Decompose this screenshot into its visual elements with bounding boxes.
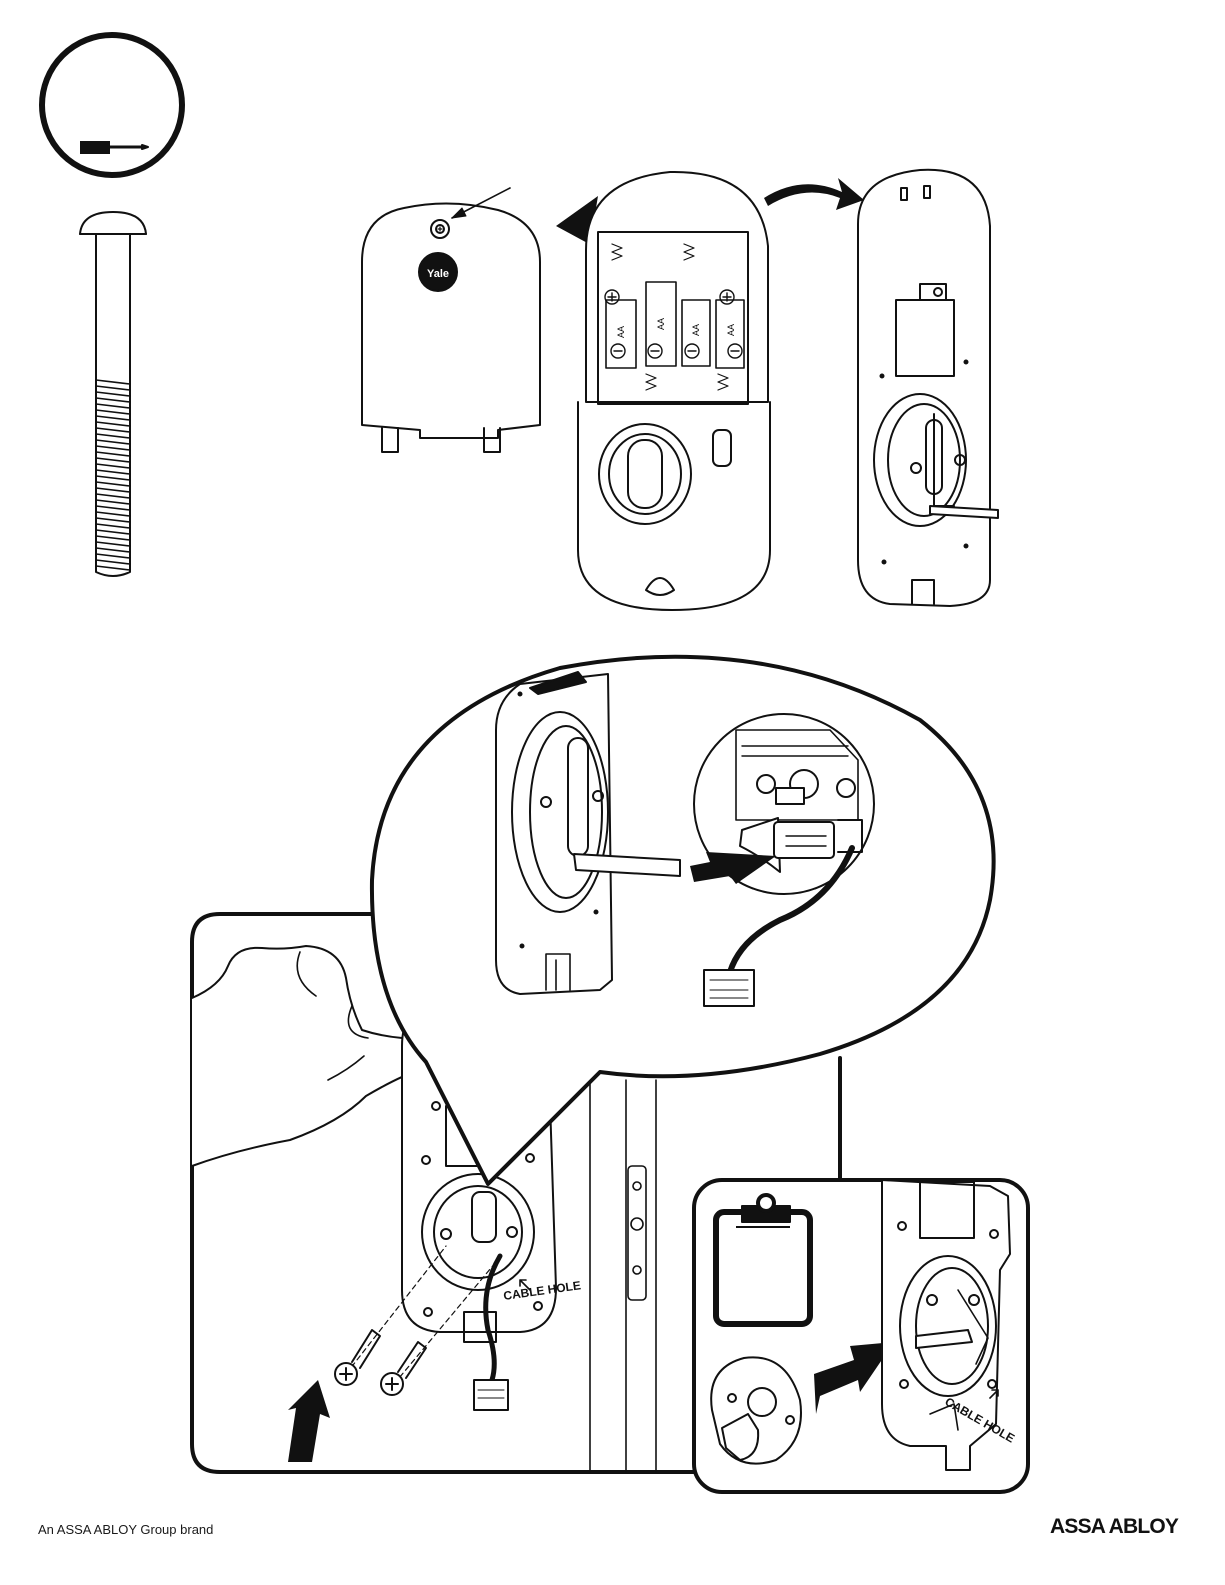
alternate-view-inset: CABLE HOLE (694, 1180, 1028, 1492)
battery-cover: Yale (362, 188, 540, 452)
brand-line: An ASSA ABLOY Group brand (38, 1522, 213, 1537)
screwdriver-icon (42, 35, 182, 175)
svg-text:AA: AA (616, 326, 626, 338)
mounting-screw (80, 212, 146, 576)
assa-abloy-logo: ASSA ABLOY (1050, 1515, 1178, 1539)
move-to-backplate-arrow (764, 178, 864, 210)
mounting-plate (858, 170, 998, 606)
adapter-plate (711, 1357, 801, 1463)
cover-logo-text: Yale (427, 268, 449, 280)
svg-text:AA: AA (691, 324, 701, 336)
install-screws-arrow (288, 1380, 330, 1462)
svg-text:AA: AA (656, 318, 666, 330)
interior-assembly: AA AA AA AA (578, 172, 770, 610)
screw (381, 1342, 426, 1395)
zoom-bubble (372, 657, 994, 1184)
svg-text:AA: AA (726, 324, 736, 336)
door-edge (590, 1080, 656, 1472)
